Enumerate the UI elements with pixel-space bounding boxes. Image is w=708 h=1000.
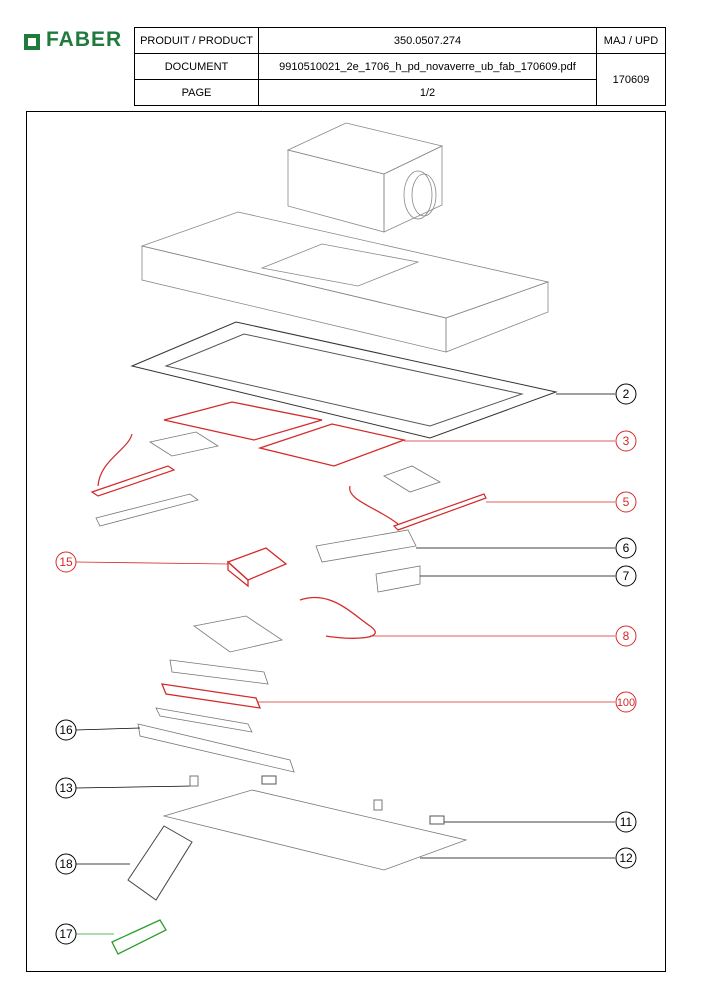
accessory-pouch <box>127 825 193 901</box>
foot-13b <box>373 799 383 811</box>
callout-label: 16 <box>59 723 73 737</box>
rail-lower <box>155 707 253 733</box>
bracket-right <box>383 465 441 493</box>
callout-label: 6 <box>623 541 630 555</box>
callout-6: 6 <box>615 537 637 559</box>
board-plate <box>193 615 283 653</box>
power-supply <box>375 565 421 593</box>
grease-filters <box>163 401 407 467</box>
callout-label: 5 <box>623 495 630 509</box>
callout-11: 11 <box>615 811 637 833</box>
page-label: PAGE <box>134 79 259 106</box>
callout-8: 8 <box>615 625 637 647</box>
callout-label: 18 <box>59 857 73 871</box>
clip-11 <box>429 815 445 825</box>
leader-15 <box>75 561 229 565</box>
callout-16: 16 <box>55 719 77 741</box>
callout-label: 7 <box>623 569 630 583</box>
motor-box <box>286 122 444 233</box>
callout-label: 13 <box>59 781 73 795</box>
callout-7: 7 <box>615 565 637 587</box>
product-value: 350.0507.274 <box>258 27 597 54</box>
led-strips <box>90 433 487 531</box>
upd-value: 170609 <box>596 53 666 106</box>
control-module <box>226 547 288 588</box>
callout-label: 17 <box>59 927 73 941</box>
callout-label: 100 <box>617 697 635 709</box>
leader-13 <box>75 785 193 789</box>
callout-3: 3 <box>615 430 637 452</box>
drawing-frame <box>26 111 666 972</box>
bracket-left <box>148 431 220 457</box>
faber-logo-icon <box>24 34 40 50</box>
rail <box>169 659 269 685</box>
callout-label: 2 <box>623 387 630 401</box>
title-block: PRODUIT / PRODUCT 350.0507.274 MAJ / UPD… <box>134 27 666 106</box>
callout-label: 3 <box>623 434 630 448</box>
callout-label: 12 <box>619 851 633 865</box>
callout-2: 2 <box>615 383 637 405</box>
document-label: DOCUMENT <box>134 53 259 80</box>
leader-16 <box>75 727 141 731</box>
callout-15: 15 <box>55 551 77 573</box>
clip-11b <box>261 775 277 785</box>
bottom-glass <box>162 789 468 871</box>
callouts: 2 3 5 6 7 8 100 11 12 15 16 13 18 17 <box>55 383 637 945</box>
callout-17: 17 <box>55 923 77 945</box>
control-bar <box>137 723 295 773</box>
brand-name: FABER <box>46 28 123 51</box>
callout-label: 8 <box>623 629 630 643</box>
cover-right <box>315 529 417 563</box>
callout-label: 15 <box>59 555 73 569</box>
foot-13 <box>189 775 199 787</box>
callout-13: 13 <box>55 777 77 799</box>
cable-harness <box>299 596 376 639</box>
callout-12: 12 <box>615 847 637 869</box>
cover-left <box>95 493 199 527</box>
page-value: 1/2 <box>258 79 597 106</box>
led-bar <box>160 683 262 709</box>
callout-5: 5 <box>615 491 637 513</box>
hood-body <box>140 211 550 353</box>
glass-frame <box>130 321 558 439</box>
callout-18: 18 <box>55 853 77 875</box>
remote-control <box>111 919 167 955</box>
callout-label: 11 <box>620 815 633 829</box>
document-value: 9910510021_2e_1706_h_pd_novaverre_ub_fab… <box>258 53 597 80</box>
callout-100: 100 <box>615 691 637 713</box>
